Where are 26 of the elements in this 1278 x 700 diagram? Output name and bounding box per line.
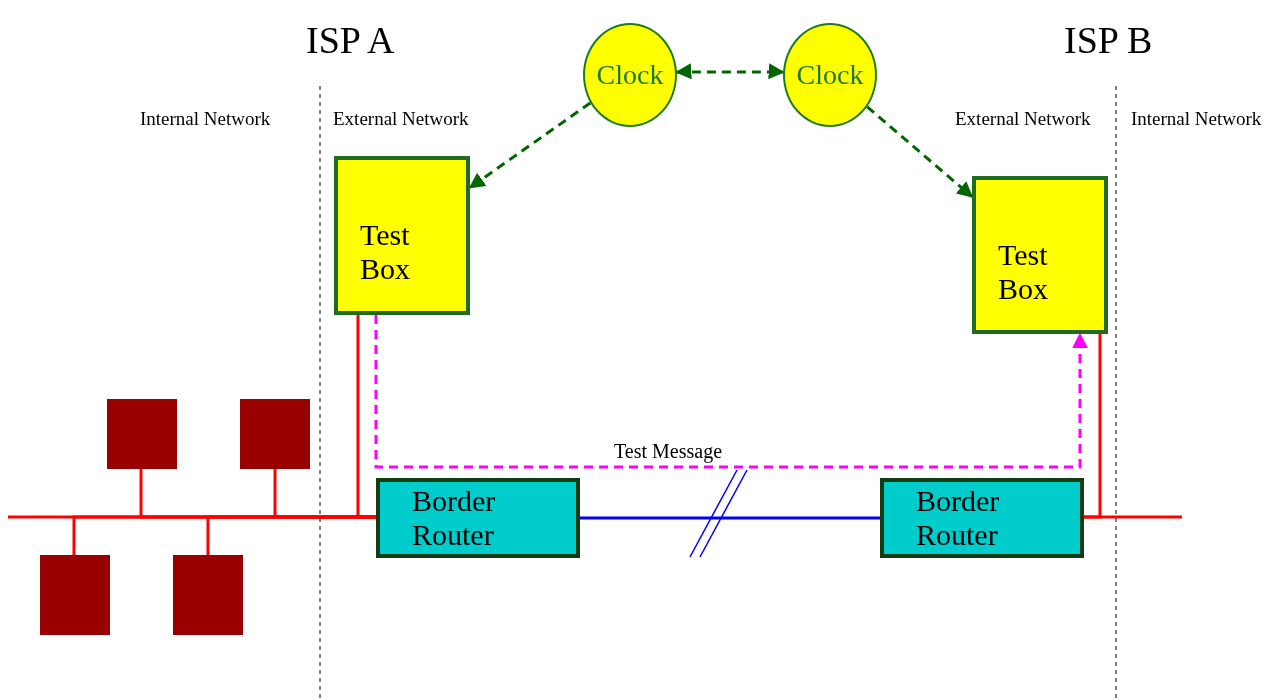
zone-label: Internal Network (140, 108, 271, 130)
test-box (334, 156, 470, 315)
node-label: Border Router (412, 484, 497, 552)
node-label: Test Box (360, 218, 411, 286)
zone-label: External Network (333, 108, 469, 130)
host-box (173, 555, 243, 635)
double-arrow (675, 63, 785, 80)
connector-line (1084, 515, 1182, 519)
test-box (972, 176, 1108, 334)
section-title: ISP A (306, 18, 395, 62)
router-box (880, 478, 1084, 558)
node-label: Test Box (998, 238, 1049, 306)
arrow (374, 315, 1088, 469)
zone-label: Internal Network (1131, 108, 1262, 130)
connector-line (356, 315, 376, 519)
connector-line (580, 516, 880, 520)
section-title: ISP B (1064, 18, 1153, 62)
node-label: Clock (596, 59, 664, 91)
node-label: Clock (796, 59, 864, 91)
host-box (40, 555, 110, 635)
node-label: Border Router (916, 484, 1001, 552)
host-box (107, 399, 177, 469)
router-box (376, 478, 580, 558)
zone-label: External Network (955, 108, 1091, 130)
host-box (240, 399, 310, 469)
arrow (866, 105, 974, 198)
